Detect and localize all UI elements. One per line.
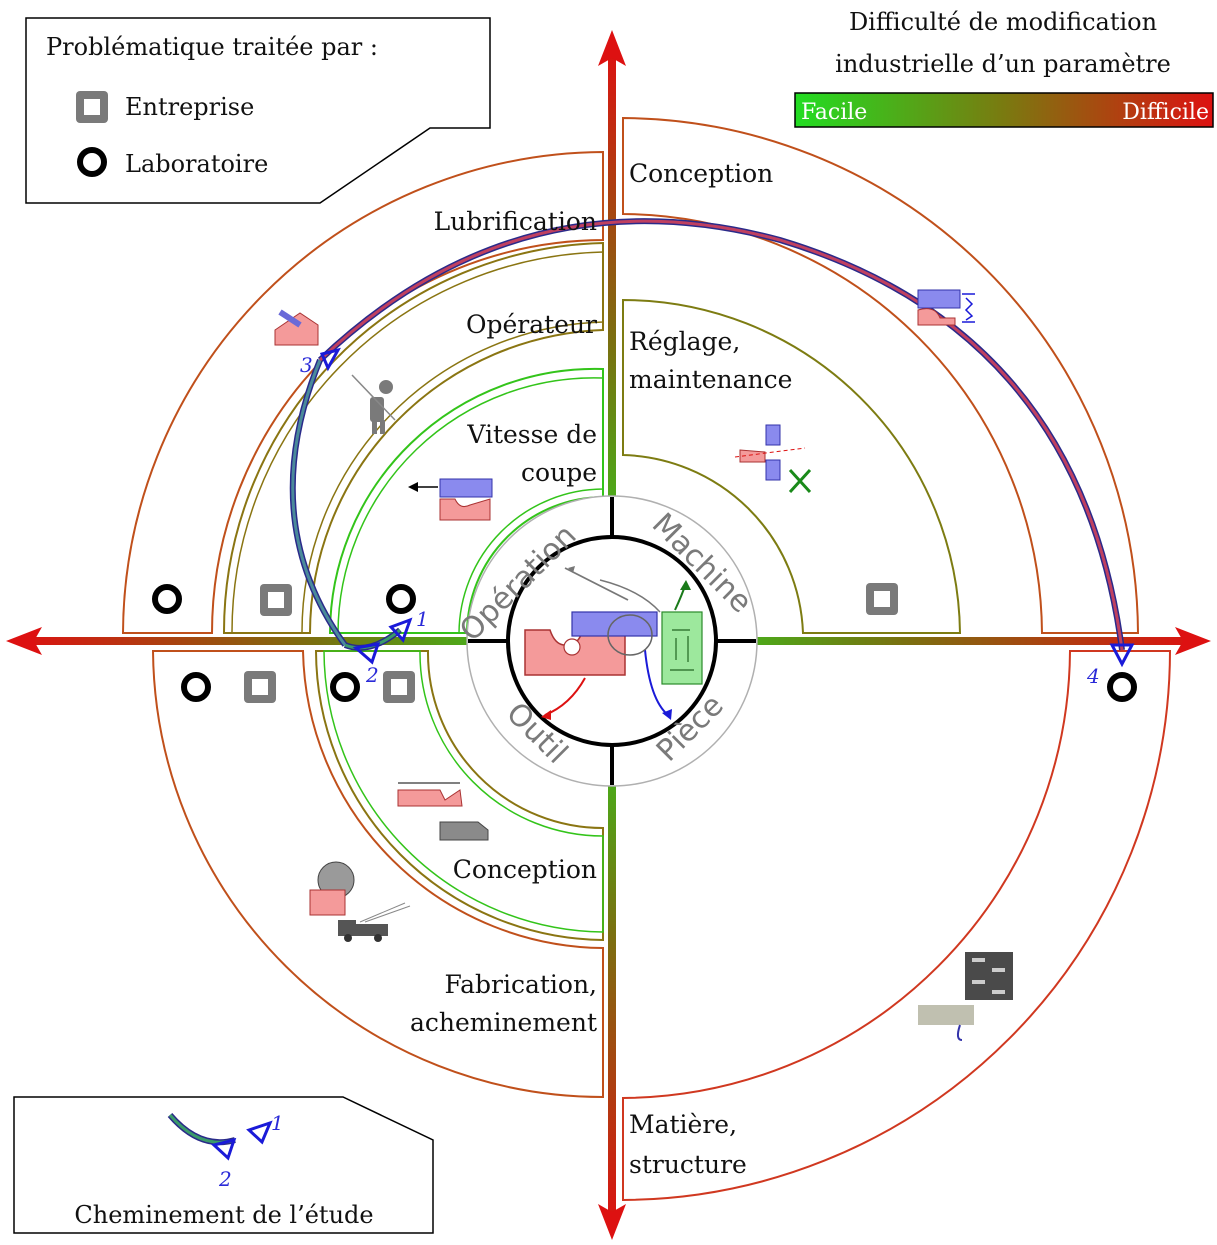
label-lubrification: Lubrification [434, 207, 597, 236]
band-icons [274, 289, 1013, 1041]
arrowhead-up [598, 30, 626, 66]
legend-bottom: 1 2 Cheminement de l’étude [13, 1096, 434, 1234]
label-reglage-1: Réglage, [629, 327, 740, 356]
legend-bottom-box [13, 1096, 434, 1234]
band-vitesse-inner [337, 377, 604, 634]
arrow-step-4 [1109, 643, 1135, 668]
arrow-step-1 [388, 617, 413, 643]
legend-lab-label: Laboratoire [125, 150, 268, 178]
label-conception-top: Conception [629, 159, 773, 188]
axis-down [608, 641, 616, 1226]
scale-high-label: Difficile [1122, 100, 1209, 125]
arrowhead-right [1175, 627, 1211, 655]
legend-bottom-title: Cheminement de l’étude [74, 1201, 373, 1229]
step-label-1: 1 [416, 607, 429, 631]
band-conception-bottom-inner [323, 650, 604, 933]
markers [152, 583, 1137, 703]
axis-up [608, 45, 616, 641]
arrow-step-3 [319, 347, 341, 372]
label-matiere-1: Matière, [629, 1110, 737, 1139]
legend-step-1: 1 [271, 1111, 284, 1135]
lab-marker [330, 672, 360, 702]
legend-title: Problématique traitée par : [46, 33, 378, 61]
legend-lab-marker [77, 147, 107, 177]
saw-blade-icon [309, 861, 355, 916]
arrow-step-2 [352, 642, 381, 665]
bands-upper-right [622, 116, 1140, 634]
label-fabrication-1: Fabrication, [444, 970, 597, 999]
operator-icon [351, 374, 396, 434]
scale-title-1: Difficulté de modification [849, 8, 1157, 36]
wrench-screwdriver-icon [734, 424, 812, 494]
label-operateur: Opérateur [466, 310, 597, 339]
step-label-4: 4 [1086, 664, 1100, 688]
label-vitesse-1: Vitesse de [466, 420, 597, 449]
label-fabrication-2: acheminement [410, 1008, 597, 1037]
lubrication-icon [274, 309, 319, 346]
scale-gradient-bar [794, 92, 1214, 128]
band-vitesse-outer [328, 367, 604, 634]
axis-right [612, 637, 1197, 645]
scale-low-label: Facile [801, 100, 867, 125]
legend-arrow-1 [246, 1120, 273, 1145]
tool-workpiece-icon [524, 566, 703, 720]
legend-company-label: Entreprise [125, 93, 254, 121]
material-structure-icon [918, 952, 1013, 1041]
scale-title-2: industrielle d’un paramètre [835, 50, 1171, 78]
lab-marker [386, 584, 416, 614]
label-reglage-2: maintenance [629, 365, 792, 394]
band-operateur-outer [222, 241, 604, 634]
legend-arrow-2 [210, 1137, 237, 1161]
band-conception-top [622, 116, 1140, 634]
band-operateur-inner [231, 251, 604, 634]
step-label-2: 2 [365, 663, 379, 687]
spring-damper-icon [917, 289, 975, 326]
legend-step-2: 2 [218, 1167, 232, 1191]
band-matiere [622, 650, 1172, 1202]
label-conception-bottom: Conception [453, 855, 597, 884]
truck-icon [338, 902, 411, 942]
band-conception-bottom-outer [314, 650, 604, 942]
band-labels: Lubrification Opérateur Vitesse de coupe… [410, 159, 793, 1179]
lab-marker [181, 672, 211, 702]
step-label-3: 3 [300, 353, 313, 377]
legend-top-left: Problématique traitée par : Entreprise L… [25, 17, 491, 204]
center-ring: Opération Machine Outil Pièce [453, 495, 758, 787]
lab-marker [1107, 672, 1137, 702]
arrowhead-down [598, 1204, 626, 1240]
difficulty-scale: Difficulté de modification industrielle … [794, 8, 1214, 128]
cutting-speed-icon [408, 478, 493, 521]
axis-left [18, 637, 612, 645]
design-drawing-icon [397, 782, 489, 841]
axes [6, 30, 1211, 1240]
study-path: 1 2 3 4 [289, 218, 1135, 688]
bands-lower-right [622, 650, 1172, 1202]
arrowhead-left [6, 627, 42, 655]
label-matiere-2: structure [629, 1150, 747, 1179]
legend-box [25, 17, 491, 204]
bands-lower-left [151, 650, 604, 1099]
label-vitesse-2: coupe [521, 458, 597, 487]
band-fabrication [151, 650, 604, 1099]
band-reglage [622, 298, 962, 634]
lab-marker [152, 584, 182, 614]
